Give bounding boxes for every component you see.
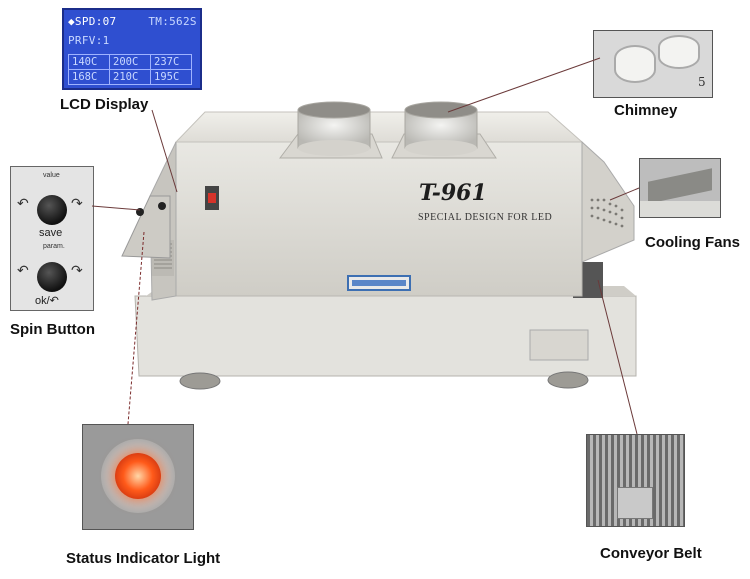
rotate-right-icon: ↷: [71, 262, 83, 278]
spin-button-inset: value save param. ok/↶ ↶ ↷ ↶ ↷: [10, 166, 94, 311]
machine-model: T-961: [419, 180, 487, 206]
lcd-temp-cell: 168C: [68, 69, 110, 85]
machine-tagline: SPECIAL DESIGN FOR LED: [418, 212, 553, 223]
lcd-temp-cell: 237C: [150, 54, 192, 70]
ok-label: ok/↶: [35, 295, 59, 307]
conveyor-belt-inset: [586, 434, 685, 527]
fan-vent-icon: [648, 168, 712, 204]
value-knob[interactable]: [37, 195, 67, 225]
label-status-indicator: Status Indicator Light: [66, 550, 221, 567]
chimney-icon: [658, 35, 700, 69]
lcd-time: TM:562S: [148, 15, 197, 28]
save-label: save: [39, 227, 63, 239]
chimney-number: 5: [698, 75, 706, 89]
param-knob[interactable]: [37, 262, 67, 292]
lcd-temp-cell: 210C: [109, 69, 151, 85]
lcd-profile: PRFV:1: [68, 34, 110, 47]
lcd-temp-cell: 195C: [150, 69, 192, 85]
label-conveyor-belt: Conveyor Belt: [600, 545, 702, 562]
param-label: param.: [43, 243, 65, 250]
label-cooling-fans: Cooling Fans: [645, 234, 740, 251]
lcd-speed: ◆SPD:07: [68, 15, 117, 28]
rotate-right-icon: ↷: [71, 195, 83, 211]
label-lcd-display: LCD Display: [60, 96, 149, 113]
status-indicator-inset: [82, 424, 194, 530]
cooling-fans-inset: [639, 158, 721, 218]
label-chimney: Chimney: [614, 102, 678, 119]
lcd-display-inset: ◆SPD:07 TM:562S PRFV:1 140C 200C 237C 16…: [62, 8, 202, 90]
lcd-temperature-table: 140C 200C 237C 168C 210C 195C: [68, 54, 192, 85]
rotate-left-icon: ↶: [17, 262, 29, 278]
status-light-icon: [115, 453, 161, 499]
rotate-left-icon: ↶: [17, 195, 29, 211]
chimney-inset: 5: [593, 30, 713, 98]
chimney-icon: [614, 45, 656, 83]
label-spin-button: Spin Button: [10, 321, 95, 338]
value-label: value: [43, 172, 60, 179]
